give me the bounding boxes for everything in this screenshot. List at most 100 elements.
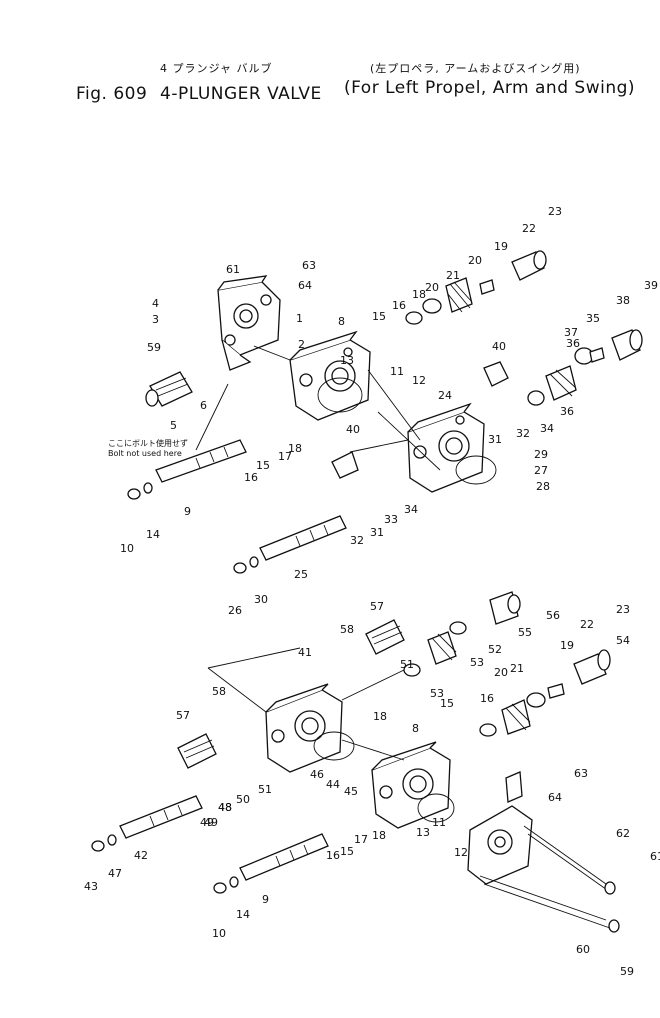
valve-section-middle [407,402,497,493]
callout-63: 63 [574,767,588,780]
callout-15: 15 [440,697,454,710]
callout-63: 63 [302,259,316,272]
callout-50: 50 [236,793,250,806]
callout-24: 24 [438,389,452,402]
callout-44: 44 [326,778,340,791]
callout-31: 31 [370,526,384,539]
callout-53: 53 [430,687,444,700]
callout-34: 34 [540,422,554,435]
callout-33: 33 [384,513,398,526]
callout-31: 31 [488,433,502,446]
figure-number: Fig. 609 [76,84,148,104]
title-japanese: 4 プランジャ バルブ [160,62,273,75]
callout-38: 38 [616,294,630,307]
callout-41: 41 [298,646,312,659]
callout-23: 23 [548,205,562,218]
subtitle-japanese: (左プロペラ, アームおよびスイング用) [370,62,581,75]
callout-29: 29 [534,448,548,461]
plug-fittings [331,361,509,479]
callout-1: 1 [296,312,303,325]
callout-39: 39 [644,279,658,292]
callout-22: 22 [580,618,594,631]
callout-14: 14 [236,908,250,921]
callout-36: 36 [560,405,574,418]
callout-58: 58 [212,685,226,698]
callout-57: 57 [176,709,190,722]
callout-46: 46 [310,768,324,781]
callout-47: 47 [108,867,122,880]
spool-upper [127,439,247,500]
callout-37: 37 [564,326,578,339]
callout-48: 48 [218,801,232,814]
callout-19: 19 [494,240,508,253]
callout-20: 20 [494,666,508,679]
note-callout: ここにボルト使用せず Bolt not used here [108,383,229,458]
callout-20: 20 [425,281,439,294]
callout-43: 43 [84,880,98,893]
callout-28: 28 [536,480,550,493]
callout-12: 12 [454,846,468,859]
callout-45: 45 [344,785,358,798]
callout-59: 59 [620,965,634,978]
end-cover-lower [467,771,533,885]
figure-title: 4 プランジャ バルブ (左プロペラ, アームおよびスイング用) Fig. 60… [76,58,646,108]
spool-lower [213,833,329,894]
callout-4: 4 [152,297,159,310]
spring-stack-lower-upper [403,591,521,677]
callout-51: 51 [258,783,272,796]
callout-15: 15 [372,310,386,323]
callout-25: 25 [294,568,308,581]
callout-51: 51 [400,658,414,671]
relief-valve-lower [177,619,405,769]
callout-5: 5 [170,419,177,432]
spring-stack-lower-right [479,649,611,737]
callout-16: 16 [480,692,494,705]
callout-11: 11 [432,816,446,829]
callout-18: 18 [288,442,302,455]
callout-30: 30 [254,593,268,606]
callout-10: 10 [120,542,134,555]
callout-35: 35 [586,312,600,325]
callout-32: 32 [516,427,530,440]
callout-56: 56 [546,609,560,622]
spool-middle [233,515,347,574]
relief-valve-upper [145,371,193,407]
callout-58: 58 [340,623,354,636]
callout-13: 13 [340,354,354,367]
callout-60: 60 [576,943,590,956]
callout-18: 18 [373,710,387,723]
spring-stack-right [527,329,643,406]
callout-34: 34 [404,503,418,516]
leader-lines-lower [207,647,405,761]
callout-20: 20 [468,254,482,267]
callout-40: 40 [346,423,360,436]
callout-49: 49 [200,816,214,829]
callout-52: 52 [488,643,502,656]
callout-21: 21 [510,662,524,675]
callout-8: 8 [412,722,419,735]
callout-13: 13 [416,826,430,839]
callout-61: 61 [650,850,660,863]
callout-59: 59 [147,341,161,354]
callout-14: 14 [146,528,160,541]
callout-9: 9 [262,893,269,906]
callout-22: 22 [522,222,536,235]
callout-16: 16 [392,299,406,312]
callout-54: 54 [616,634,630,647]
note-english: Bolt not used here [108,449,182,458]
callout-21: 21 [446,269,460,282]
note-japanese: ここにボルト使用せず [108,438,188,448]
callout-8: 8 [338,315,345,328]
callout-36: 36 [566,337,580,350]
title-english: 4-PLUNGER VALVE [160,84,322,104]
callout-64: 64 [548,791,562,804]
callout-62: 62 [616,827,630,840]
spool-lower-left [91,795,203,852]
callout-55: 55 [518,626,532,639]
callout-3: 3 [152,313,159,326]
callout-12: 12 [412,374,426,387]
callout-19: 19 [560,639,574,652]
